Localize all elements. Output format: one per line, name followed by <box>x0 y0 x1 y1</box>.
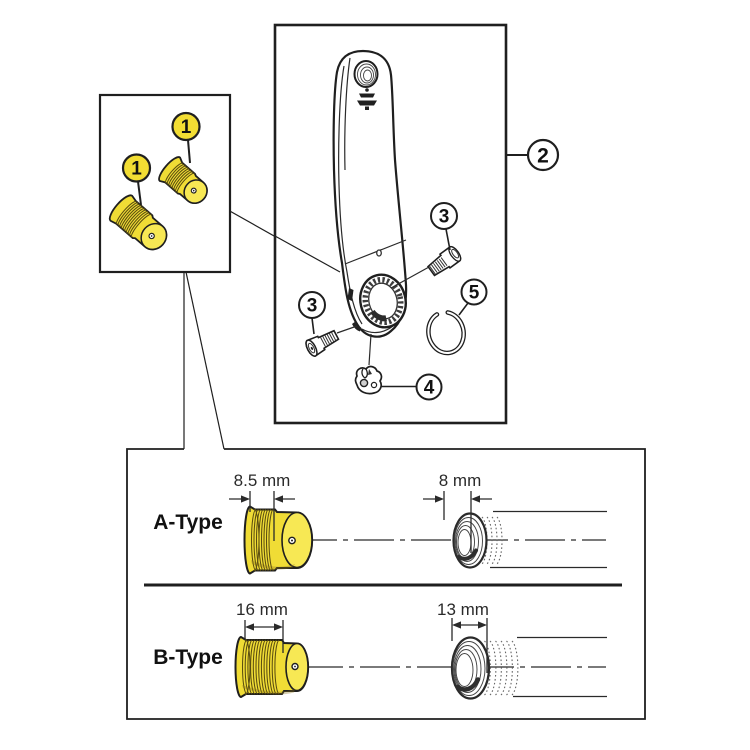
b-type-label: B-Type <box>153 646 223 669</box>
callout-2: 2 <box>507 138 560 172</box>
a-hole-threads <box>454 517 483 565</box>
callout-2-number: 2 <box>537 145 549 168</box>
b-tube-lines <box>513 636 607 698</box>
b-hole-opening <box>450 636 491 700</box>
callout-5: 5 <box>458 278 488 316</box>
callout-1-left: 1 <box>121 153 152 206</box>
callout-3-lower-number: 3 <box>307 296 318 317</box>
spline-hole <box>359 273 407 329</box>
crank-bolt-right <box>158 156 208 205</box>
a-type-bolt <box>243 505 314 575</box>
bolt-axis-inside <box>274 235 341 273</box>
callout-1-right-leader <box>187 139 191 164</box>
right-bolt-center-dot <box>192 189 195 192</box>
callout-3-upper-leader <box>445 228 451 251</box>
callout-1-right: 1 <box>171 111 201 164</box>
b-hole-dimension-text: 13 mm <box>437 600 489 619</box>
a-bolt-head-face <box>281 511 313 569</box>
b-bolt-center-dot <box>294 665 296 668</box>
callout-4: 4 <box>381 373 443 401</box>
left-bolt-threads <box>115 200 152 238</box>
a-bolt-dimension-text: 8.5 mm <box>234 471 291 490</box>
a-hole-dimension-text: 8 mm <box>439 471 482 490</box>
inset-box-bolts: 1 1 <box>98 93 232 274</box>
b-bolt-threads <box>241 639 280 695</box>
row-a-type: A-Type 8.5 mm <box>153 471 607 575</box>
crank-bolt-left <box>108 194 168 251</box>
crank-arm-box: 3 3 4 5 <box>273 23 508 425</box>
callout-1-left-number: 1 <box>131 159 142 180</box>
b-hole-dimension: 13 mm <box>437 600 489 673</box>
crank-arm-outline <box>332 49 408 338</box>
safety-plate <box>354 333 383 395</box>
b-bolt-flange-edge <box>244 638 251 696</box>
callout-1-right-circle <box>171 111 201 142</box>
left-bolt-center-dot <box>150 235 153 237</box>
a-hole-dimension: 8 mm <box>423 471 492 553</box>
callout-1-left-leader <box>137 181 142 206</box>
b-hole-shadow <box>455 677 481 692</box>
a-type-label: A-Type <box>153 511 223 534</box>
funnel-line-right <box>185 271 225 450</box>
pedal-hole <box>353 60 379 88</box>
callout-3-upper: 3 <box>430 202 458 251</box>
crank-small-hole <box>376 249 382 257</box>
callout-3-upper-number: 3 <box>439 207 450 228</box>
a-bolt-dimension: 8.5 mm <box>229 471 295 541</box>
a-bolt-center-dot <box>291 539 293 542</box>
b-type-bolt <box>234 635 310 699</box>
callout-2-circle <box>526 138 560 172</box>
pinch-bolt-lower <box>305 325 358 357</box>
b-bolt-shading <box>242 685 295 695</box>
snap-ring <box>426 310 466 356</box>
right-bolt-threads <box>165 162 195 194</box>
callout-5-leader <box>458 302 469 316</box>
pinch-bolt-lower-axis <box>336 325 358 334</box>
callout-3-upper-circle <box>430 202 458 230</box>
bottom-panel-border <box>126 448 646 720</box>
a-tube-lines <box>490 510 607 569</box>
callout-5-number: 5 <box>469 283 480 304</box>
callout-3-lower-circle <box>298 291 326 319</box>
b-bolt-dimension: 16 mm <box>236 600 288 653</box>
a-hole-shadow <box>457 548 478 561</box>
crank-arm <box>332 49 408 338</box>
a-type-hole <box>452 510 607 569</box>
a-bolt-threads <box>250 508 274 572</box>
b-bolt-dimension-text: 16 mm <box>236 600 288 619</box>
callout-4-number: 4 <box>424 378 435 399</box>
b-type-hole <box>450 636 607 700</box>
crank-facet-line <box>344 239 407 265</box>
inset-box-border <box>98 93 232 274</box>
callout-1-right-number: 1 <box>181 117 192 138</box>
pinch-slit-left <box>347 288 354 301</box>
pinch-bolt-upper-axis <box>390 266 430 289</box>
callout-3-lower-leader <box>311 317 315 335</box>
bottom-panel: A-Type 8.5 mm <box>126 448 646 720</box>
row-b-type: B-Type 16 mm <box>153 600 607 700</box>
callout-4-circle <box>415 373 443 401</box>
safety-plate-leader-top <box>368 333 372 366</box>
callout-5-circle <box>460 278 488 306</box>
brand-mark <box>357 88 377 110</box>
callout-1-left-circle <box>121 153 152 183</box>
a-bolt-shading <box>251 560 295 570</box>
crank-inner-line-2 <box>344 57 351 171</box>
callout-3-lower: 3 <box>298 291 326 335</box>
